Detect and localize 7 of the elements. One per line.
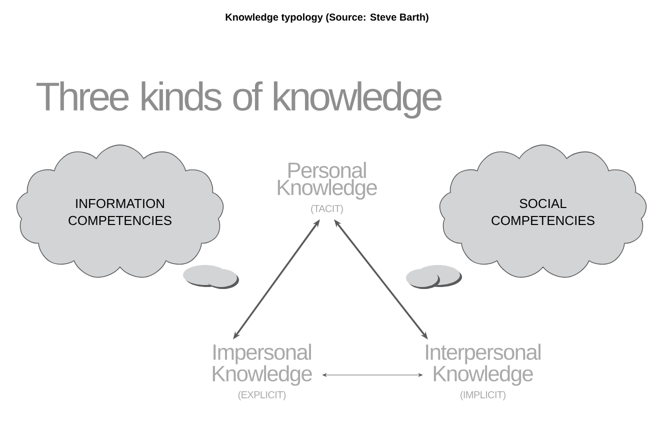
title: Knowledge typology (Source: Steve Barth) xyxy=(226,13,428,23)
cloud: SOCIAL COMPETENCIES xyxy=(406,144,647,289)
cloud: INFORMATION COMPETENCIES xyxy=(16,144,239,289)
knowledge-label: Personal Knowledge (TACIT) xyxy=(278,162,377,214)
heading: Three kinds of knowledge xyxy=(36,81,442,119)
knowledge-label: Impersonal Knowledge (EXPLICIT) xyxy=(212,344,312,400)
knowledge-label: Interpersonal Knowledge (IMPLICIT) xyxy=(426,344,540,400)
